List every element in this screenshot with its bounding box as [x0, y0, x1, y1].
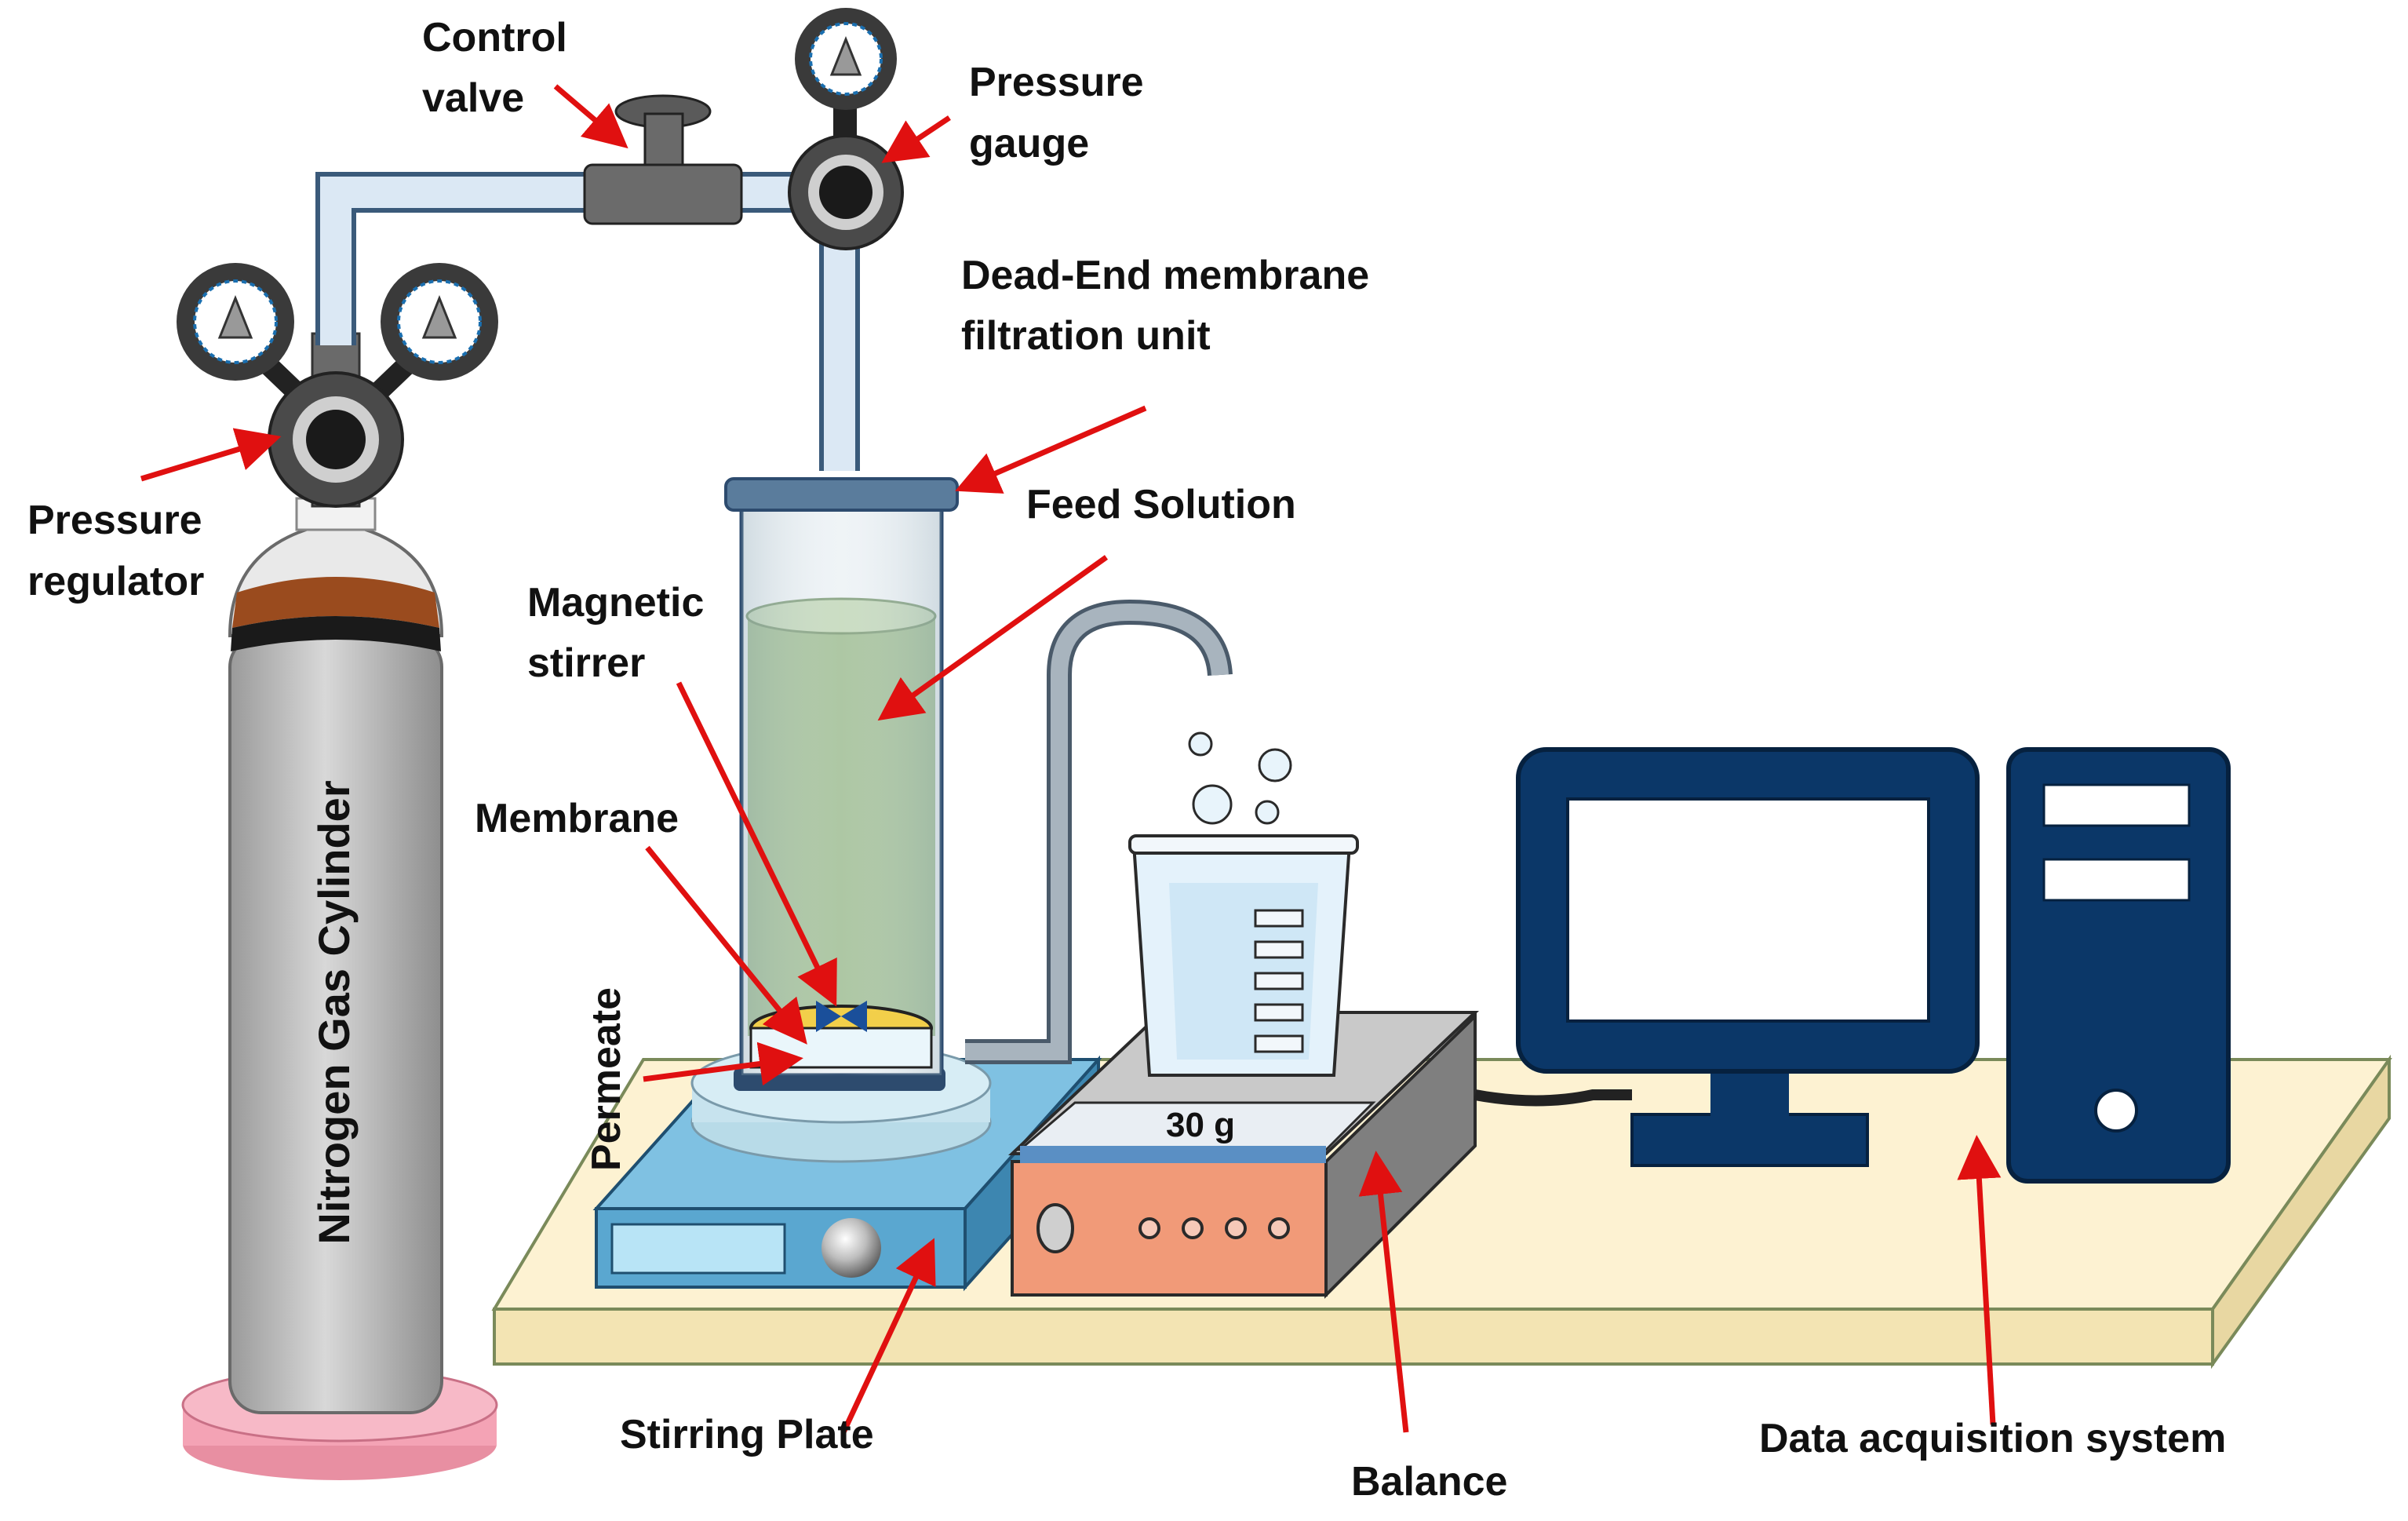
permeate-label: Permeate: [584, 987, 629, 1171]
data-acquisition-system: [1474, 747, 2231, 1184]
control-valve-label-line1: Control: [422, 15, 567, 60]
balance-display-reading: 30 g: [1166, 1106, 1235, 1144]
gauge-needle-icon: [421, 294, 457, 339]
feed-solution-label: Feed Solution: [1026, 482, 1296, 527]
beaker: [1128, 731, 1359, 1077]
control-valve-label-line2: valve: [422, 75, 524, 121]
control-valve: [583, 94, 743, 225]
stirring-plate-knob[interactable]: [821, 1218, 881, 1278]
dead-end-unit-label-line1: Dead-End membrane: [961, 253, 1369, 298]
pressure-gauge-label-line2: gauge: [969, 121, 1089, 166]
pressure-regulator: [177, 263, 498, 508]
pressure-regulator-label-line1: Pressure: [27, 498, 202, 543]
pressure-gauge-label-line1: Pressure: [969, 60, 1144, 105]
computer-tower: [2006, 747, 2231, 1184]
pressure-gauge: [788, 8, 904, 250]
data-acquisition-label: Data acquisition system: [1759, 1416, 2226, 1461]
balance-label: Balance: [1351, 1459, 1507, 1505]
dead-end-unit-label-line2: filtration unit: [961, 313, 1211, 359]
stirring-plate-display: [610, 1223, 786, 1275]
stirring-plate-label: Stirring Plate: [620, 1412, 874, 1457]
gauge-needle-icon: [217, 294, 253, 339]
diagram-labels: Control valve Pressure gauge Dead-End me…: [27, 15, 2226, 1505]
balance: 30 g: [1007, 1011, 1480, 1299]
dead-end-filtration-unit: [724, 477, 959, 1091]
nitrogen-gas-cylinder: Nitrogen Gas Cylinder: [181, 497, 498, 1480]
magnetic-stirrer-label-line2: stirrer: [527, 640, 645, 686]
magnetic-stirrer-label-line1: Magnetic: [527, 580, 704, 626]
gauge-needle-icon: [829, 35, 862, 76]
nitrogen-cylinder-label: Nitrogen Gas Cylinder: [309, 780, 359, 1244]
magnetic-stirrer-bar: [816, 1001, 841, 1032]
membrane-label: Membrane: [475, 796, 679, 841]
callout-arrows: [140, 84, 2002, 1434]
permeate-tubing: [965, 599, 1233, 1064]
pressure-regulator-label-line2: regulator: [27, 559, 204, 604]
